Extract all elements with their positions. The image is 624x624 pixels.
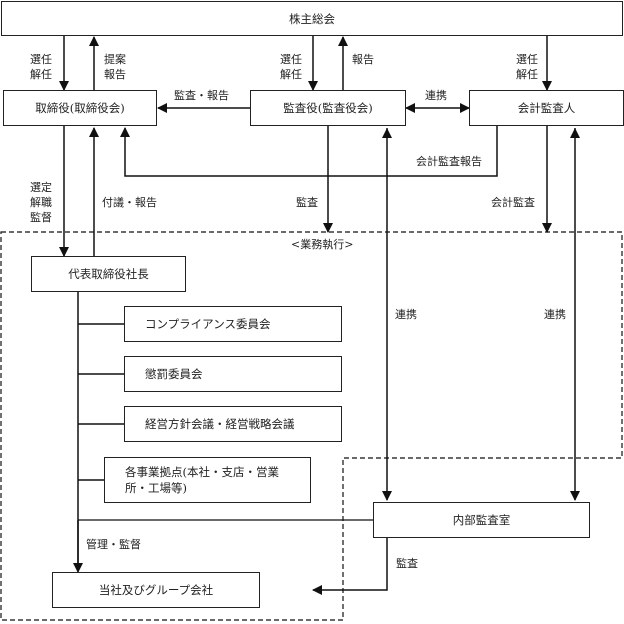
node-accounting-auditor: 会計監査人 xyxy=(469,90,624,126)
arrow-acct-report xyxy=(120,126,498,177)
node-group: 当社及びグループ会社 xyxy=(52,572,260,608)
node-auditors: 監査役(監査役会) xyxy=(250,90,406,126)
node-shareholders: 株主総会 xyxy=(1,1,623,36)
node-internal-audit: 内部監査室 xyxy=(373,502,590,538)
arrowhead-auditors-internal-up xyxy=(382,128,392,138)
label-auditors-audit: 監査 xyxy=(296,196,318,209)
label-auditors-to-board: 監査・報告 xyxy=(174,89,229,102)
node-discipline: 懲罰委員会 xyxy=(124,356,342,392)
execution-area-border xyxy=(0,231,623,621)
label-management: 管理・監督 xyxy=(86,538,141,551)
node-compliance: コンプライアンス委員会 xyxy=(124,306,342,342)
label-president-to-board: 付議・報告 xyxy=(102,196,157,209)
node-board: 取締役(取締役会) xyxy=(3,90,157,126)
label-auditors-to-sh: 報告 xyxy=(352,53,374,66)
label-sh-to-board: 選任 解任 xyxy=(30,53,52,81)
arrowhead-acct-internal-up xyxy=(570,128,580,138)
label-acct-audit: 会計監査 xyxy=(491,196,535,209)
label-board-to-sh: 提案 報告 xyxy=(104,53,126,81)
node-business-sites: 各事業拠点(本社・支店・営業 所・工場等) xyxy=(104,457,311,503)
node-president: 代表取締役社長 xyxy=(31,256,186,292)
label-execution-area: <業務執行> xyxy=(291,238,354,251)
label-auditors-acct: 連携 xyxy=(425,89,447,102)
label-sh-to-auditors: 選任 解任 xyxy=(280,53,302,81)
label-acct-report: 会計監査報告 xyxy=(416,155,482,168)
label-board-to-president: 選定 解職 監督 xyxy=(30,181,52,224)
node-management-meeting: 経営方針会議・経営戦略会議 xyxy=(124,406,342,442)
label-auditors-internal: 連携 xyxy=(395,308,417,321)
label-acct-internal: 連携 xyxy=(544,308,566,321)
label-internal-audit-group: 監査 xyxy=(396,557,418,570)
label-sh-to-acct: 選任 解任 xyxy=(516,53,538,81)
arrow-internal-audit xyxy=(312,537,388,595)
